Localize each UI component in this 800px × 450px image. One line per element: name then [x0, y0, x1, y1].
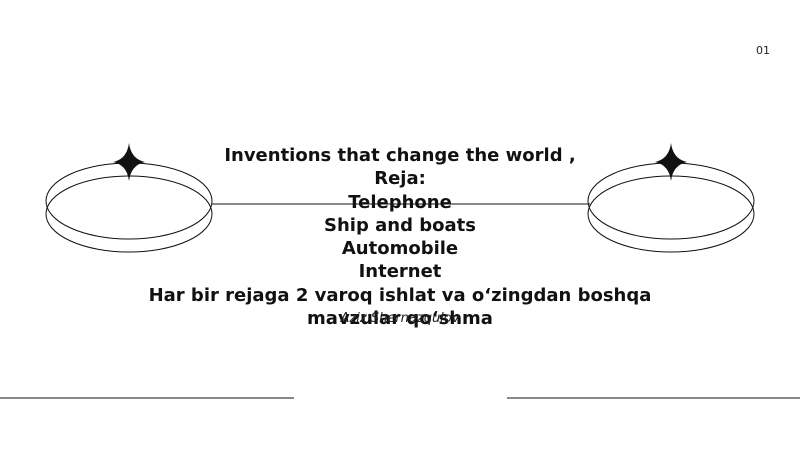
- sparkle-star-icon: [655, 143, 687, 181]
- slide-title: Inventions that change the world , Reja:…: [100, 144, 700, 330]
- title-line: Har bir rejaga 2 varoq ishlat va o‘zingd…: [148, 284, 652, 306]
- sparkle-star-icon: [113, 143, 145, 181]
- author-name: Aziz Shernazqulov: [340, 311, 460, 326]
- title-line: Inventions that change the world ,: [224, 145, 576, 166]
- title-line: mavzular qo‘shma: [307, 308, 493, 330]
- title-line: Internet: [358, 261, 442, 283]
- title-line: Ship and boats: [324, 214, 476, 236]
- title-line: Reja:: [374, 168, 426, 190]
- page-number: 01: [756, 44, 770, 57]
- title-line: Telephone: [348, 191, 452, 213]
- title-line: Automobile: [341, 238, 459, 260]
